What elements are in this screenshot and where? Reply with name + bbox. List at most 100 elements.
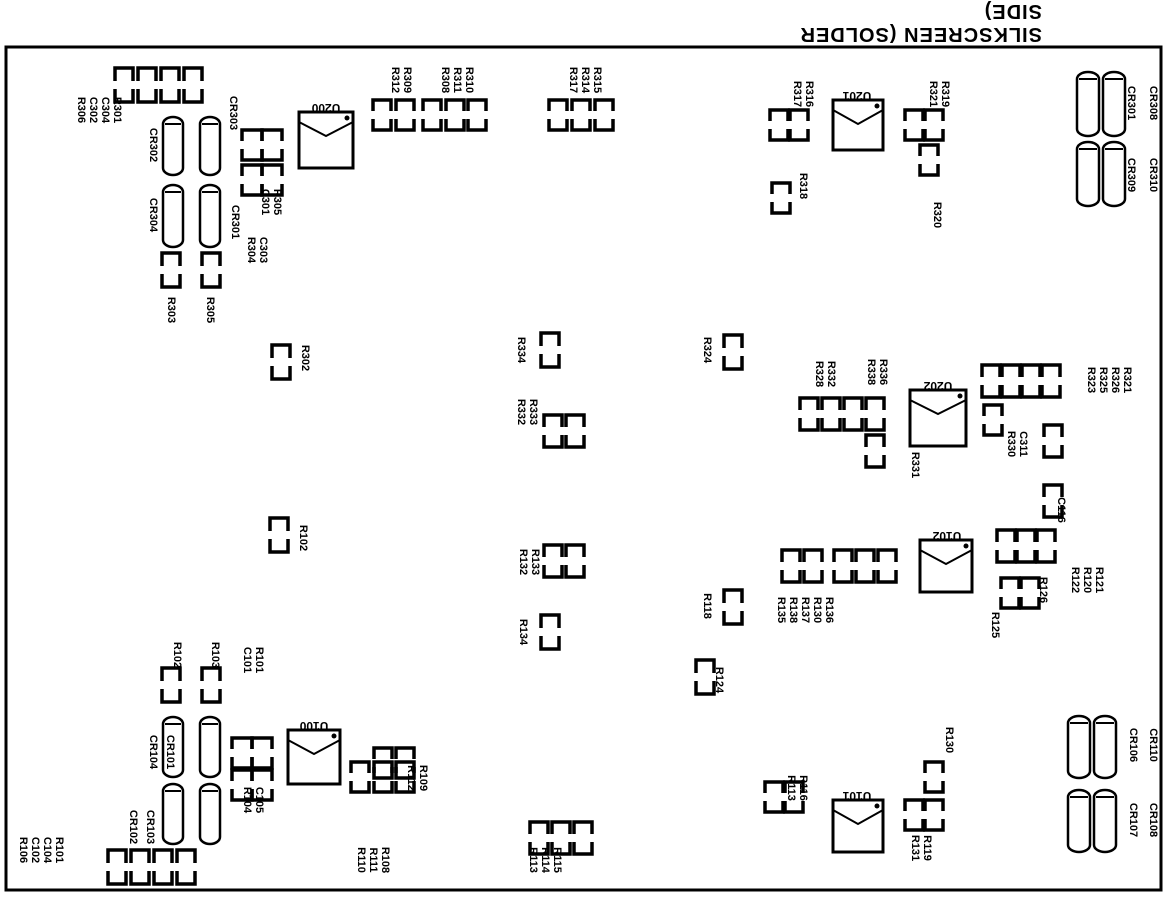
pad-footprint: [260, 128, 284, 162]
ref-designator-label: R319: [939, 81, 951, 107]
ref-designator-label: C102: [29, 837, 41, 863]
ref-designator-label: R138: [787, 597, 799, 623]
ic-u200: U200: [297, 101, 355, 170]
ic-label: U101: [842, 789, 871, 803]
board-outline: [4, 45, 1163, 892]
pad-footprint: [136, 66, 158, 104]
ref-designator-label: R119: [921, 835, 933, 861]
diode-cr106: CR106: [1066, 714, 1139, 780]
pad-footprint: [1015, 528, 1037, 564]
pad-footprint: [159, 66, 181, 104]
label-group-r334: R334: [515, 337, 527, 364]
ref-designator-label: R135: [775, 597, 787, 623]
diode-label: CR101: [164, 735, 176, 769]
diode-label: CR304: [147, 198, 159, 233]
ref-designator-label: R102: [171, 642, 183, 668]
pad-footprint: [864, 433, 886, 469]
diode-label: CR302: [147, 128, 159, 162]
diode-label: CR303: [227, 96, 239, 130]
pad-footprint: [1019, 576, 1041, 610]
diode-cr104: CR104: [147, 715, 185, 779]
label-group-r130: R130: [943, 727, 955, 753]
pad-footprint: [268, 516, 290, 554]
pad-footprint: [722, 333, 744, 371]
ref-designator-label: R120: [1081, 567, 1093, 593]
ref-designator-label: R332: [515, 399, 527, 425]
ref-designator-label: R112: [405, 765, 417, 791]
diode-label: CR110: [1147, 728, 1159, 762]
ref-designator-label: R308: [439, 67, 451, 93]
components-layer: [106, 66, 1064, 886]
ref-designator-label: R113: [527, 847, 539, 873]
ref-designator-label: R315: [591, 67, 603, 93]
ref-designator-label: R309: [401, 67, 413, 93]
pad-footprint: [1020, 363, 1042, 399]
pad-footprint: [903, 798, 925, 832]
label-group-r305b: R305: [204, 297, 216, 323]
label-group-r118: R118: [701, 593, 713, 619]
pad-footprint: [466, 98, 488, 132]
ref-designator-label: R320: [931, 202, 943, 228]
pad-footprint: [129, 848, 151, 886]
pad-footprint: [1000, 363, 1022, 399]
ref-designator-label: C104: [41, 837, 53, 864]
pad-footprint: [550, 820, 572, 856]
ref-designator-label: R317: [567, 67, 579, 93]
pad-footprint: [820, 396, 842, 432]
ref-designator-label: C301: [259, 189, 271, 215]
ref-designator-label: R318: [797, 173, 809, 199]
label-group-r125: R125: [989, 612, 1001, 638]
ref-designator-label: R108: [379, 847, 391, 873]
pad-footprint: [593, 98, 615, 132]
pad-footprint: [542, 543, 564, 579]
pad-footprint: [175, 848, 197, 886]
diode-label: CR301: [1125, 86, 1137, 120]
pad-footprint: [995, 528, 1017, 564]
ref-designator-label: C116: [1055, 497, 1067, 523]
pad-footprint: [1042, 423, 1064, 459]
label-group-r126: R126: [1037, 577, 1049, 603]
ref-designator-label: R101: [53, 837, 65, 863]
label-group-c116: C116: [1055, 497, 1067, 523]
ref-designator-label: R310: [463, 67, 475, 93]
ref-designator-label: R137: [799, 597, 811, 623]
ic-u100: U100: [286, 719, 342, 786]
label-group-r102: R102: [297, 525, 309, 551]
ref-designator-label: R321: [1121, 367, 1133, 393]
pad-footprint: [542, 413, 564, 449]
pad-footprint: [564, 543, 586, 579]
ref-designator-label: R331: [909, 452, 921, 478]
diode-cr302: CR302: [147, 115, 185, 177]
pad-footprint: [160, 666, 182, 704]
pad-footprint: [1035, 528, 1057, 564]
ref-designator-label: R101: [253, 647, 265, 673]
ref-designator-label: R130: [811, 597, 823, 623]
label-group-r320: R320: [931, 202, 943, 228]
pad-footprint: [1042, 483, 1064, 519]
diode-cr301b: CR301: [1075, 70, 1137, 138]
pad-footprint: [980, 363, 1002, 399]
pad-footprint: [842, 396, 864, 432]
ref-designator-label: R332: [825, 361, 837, 387]
pad-footprint: [372, 760, 394, 794]
ic-label: U102: [932, 529, 961, 543]
pad-footprint: [240, 163, 264, 197]
diode-cr108: CR108: [1092, 788, 1159, 854]
pad-footprint: [854, 548, 876, 584]
diode-cr301: CR301: [198, 183, 241, 249]
ref-designator-label: R326: [1109, 367, 1121, 393]
ref-designator-label: R133: [529, 549, 541, 575]
ref-designator-label: R314: [579, 67, 591, 94]
